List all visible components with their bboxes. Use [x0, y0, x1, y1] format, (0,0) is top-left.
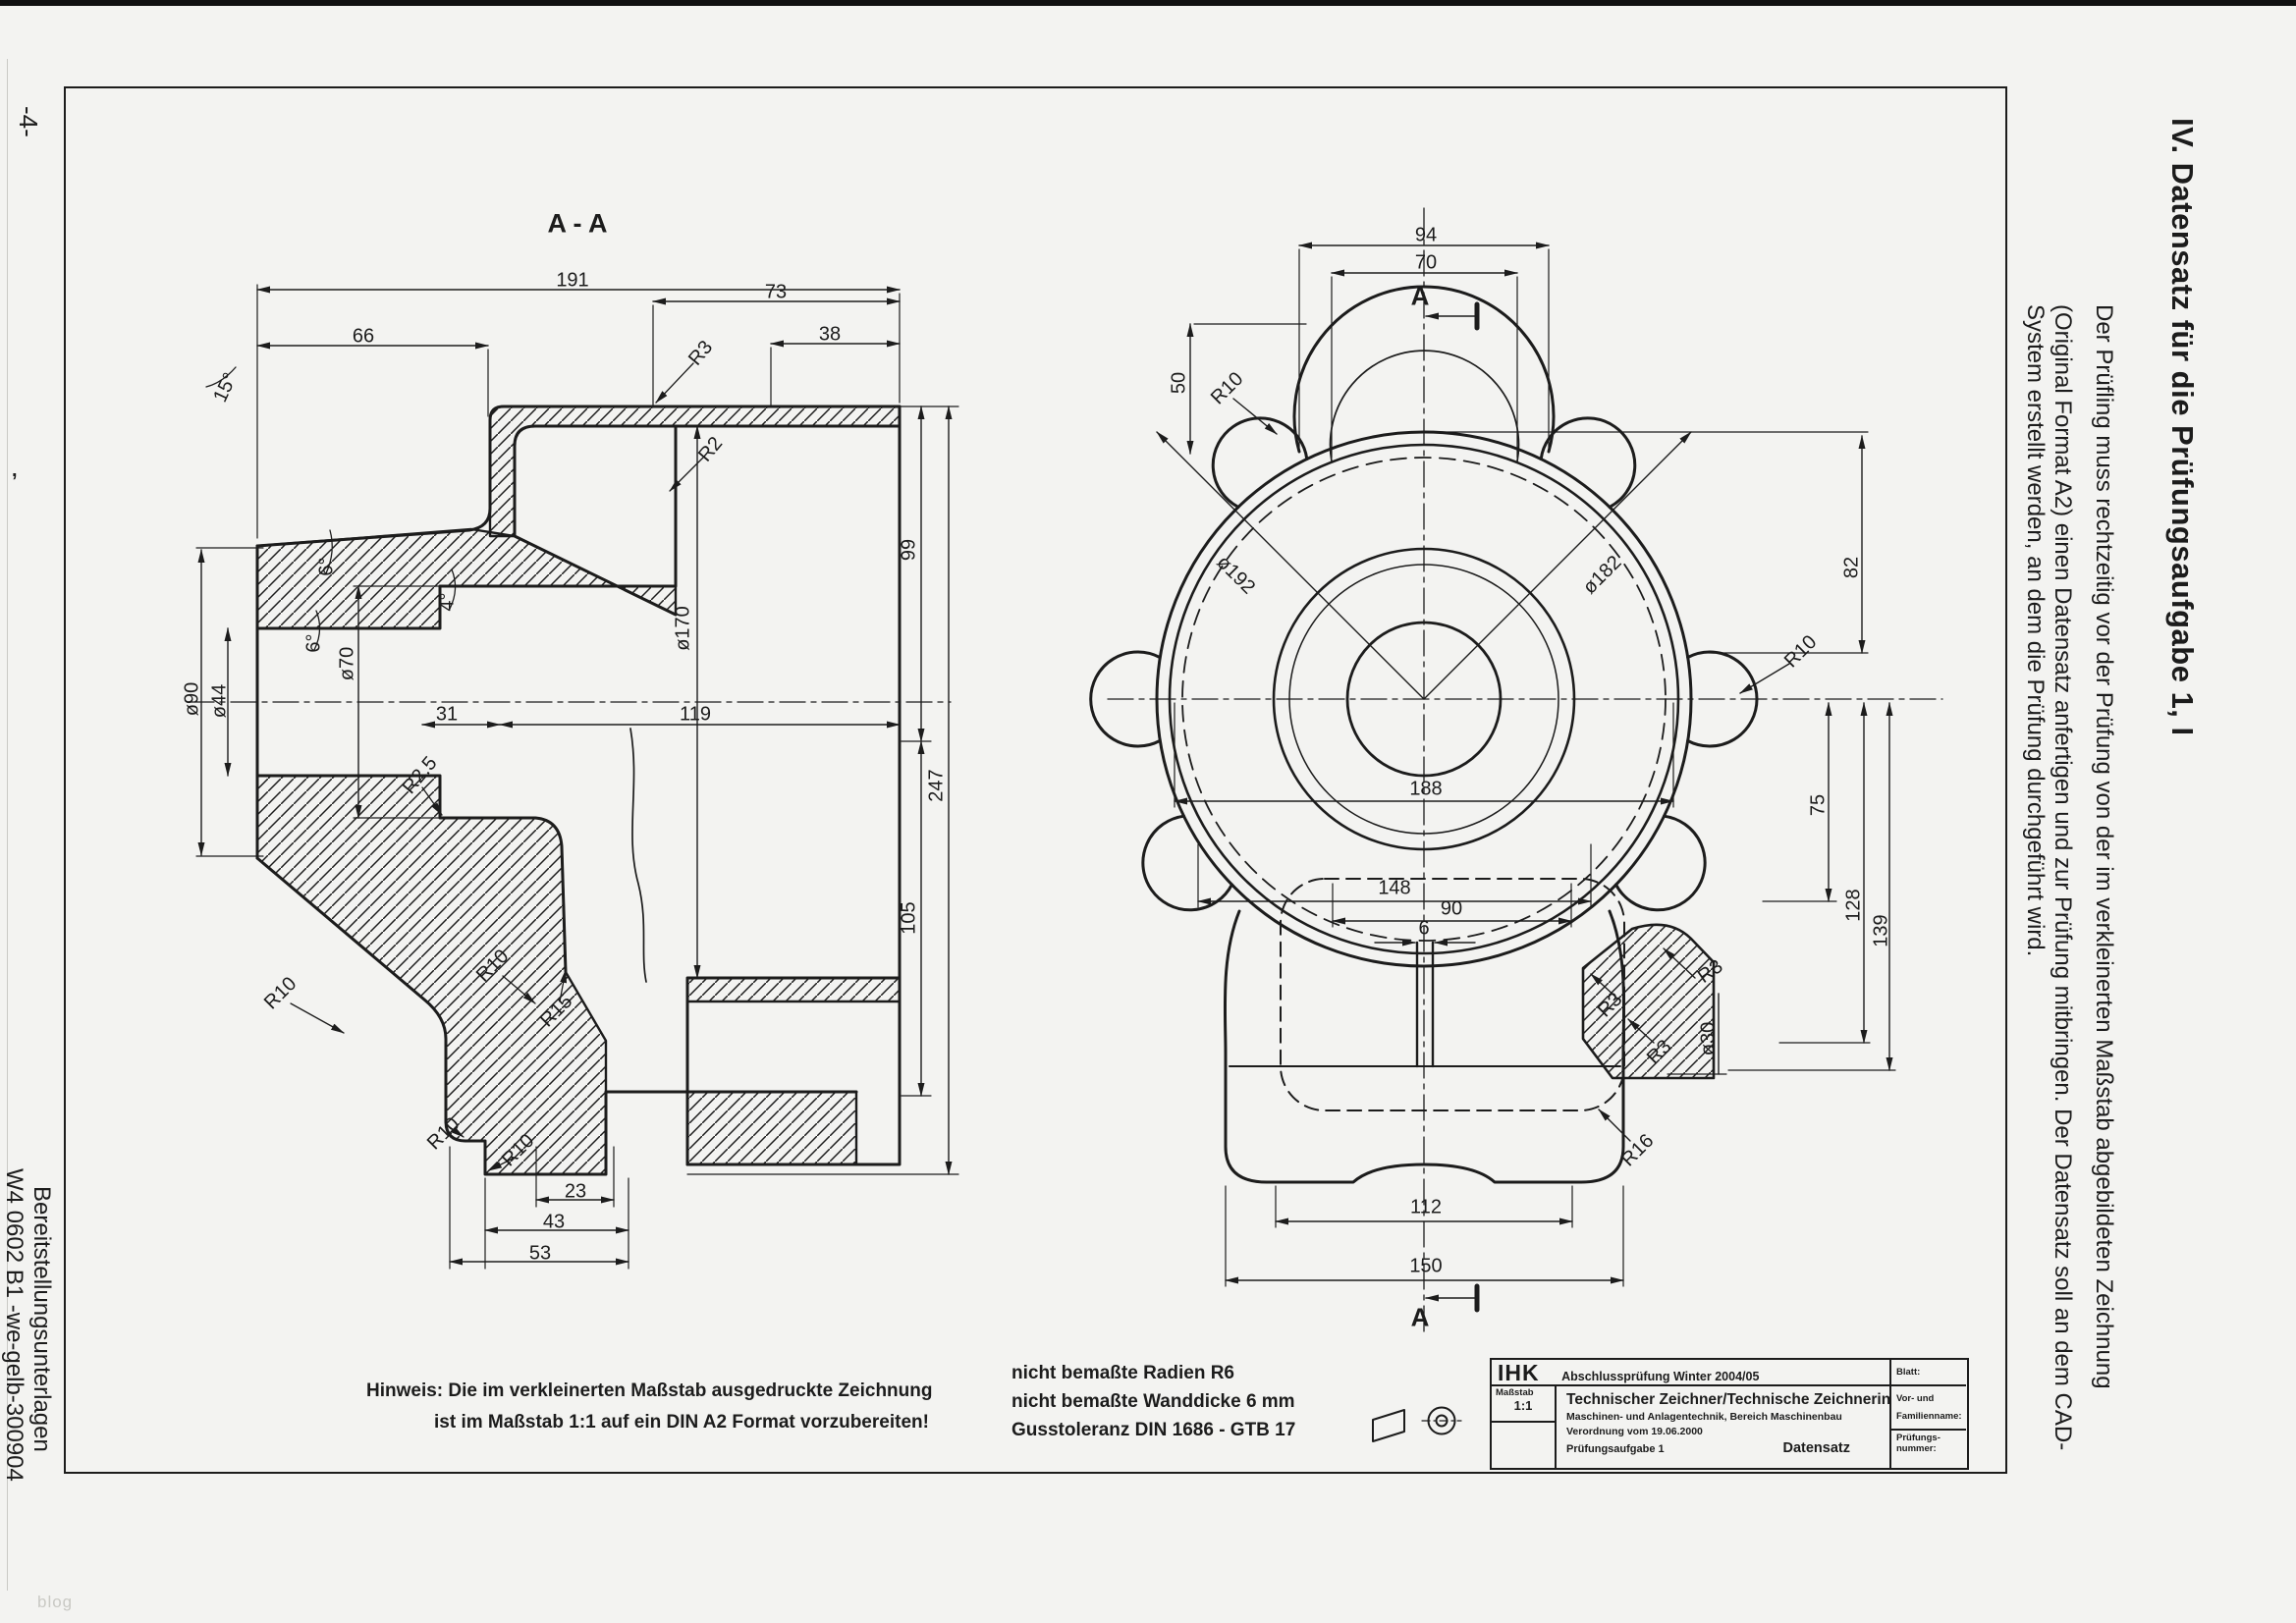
exam-number-label-2: nummer:	[1896, 1443, 1937, 1454]
dim-label: 105	[898, 901, 920, 935]
field-line: Maschinen- und Anlagentechnik, Bereich M…	[1566, 1411, 1842, 1423]
dim-label: A	[1410, 281, 1430, 311]
dim-label: 119	[680, 703, 711, 726]
dim-label: 6°	[302, 633, 325, 653]
scan-left-edge	[7, 59, 8, 1591]
sheet-frame	[64, 86, 2007, 1474]
profession-title: Technischer Zeichner/Technische Zeichner…	[1566, 1391, 1891, 1408]
dim-label: 75	[1807, 793, 1830, 817]
exam-number-label-1: Prüfungs-	[1896, 1433, 1941, 1443]
dim-label: 90	[1440, 897, 1463, 920]
blatt-label: Blatt:	[1896, 1367, 1921, 1378]
org-logo: IHK	[1498, 1360, 1540, 1385]
spec-note-wall: nicht bemaßte Wanddicke 6 mm	[1011, 1391, 1295, 1412]
dim-label: 188	[1409, 778, 1443, 800]
watermark: blog	[37, 1593, 74, 1611]
dim-label: 53	[528, 1242, 552, 1265]
hinweis-note-line1: Hinweis: Die im verkleinerten Maßstab au…	[366, 1380, 933, 1401]
dim-label: ø170	[672, 606, 694, 651]
dim-label: A - A	[547, 208, 608, 239]
dim-label: 4°	[436, 592, 459, 612]
dim-label: 31	[435, 703, 459, 726]
regulation-line: Verordnung vom 19.06.2000	[1566, 1426, 1703, 1437]
name-label: Vor- und Familienname:	[1896, 1393, 1962, 1422]
dim-label: 82	[1840, 556, 1863, 579]
dim-label: A	[1410, 1302, 1430, 1332]
projection-symbol	[1372, 1406, 1462, 1442]
dim-label: 150	[1409, 1255, 1443, 1277]
dim-label: 128	[1842, 889, 1865, 922]
massstab-label: Maßstab	[1496, 1387, 1534, 1398]
scan-top-edge	[0, 0, 2296, 6]
dim-label: ø30	[1697, 1021, 1720, 1056]
stray-mark: ,	[12, 460, 18, 481]
massstab-value: 1:1	[1513, 1398, 1533, 1413]
dim-label: 99	[898, 538, 920, 562]
task-label: Prüfungsaufgabe 1	[1566, 1443, 1665, 1455]
dim-label: 70	[1414, 251, 1438, 274]
dim-label: 6°	[315, 557, 338, 576]
dim-label: ø90	[181, 681, 203, 717]
dim-label: 94	[1414, 224, 1438, 246]
dim-label: 66	[352, 325, 375, 348]
dim-label: ø44	[208, 683, 231, 719]
dim-label: 50	[1168, 371, 1190, 395]
dim-label: 139	[1870, 914, 1892, 947]
dim-label: ø70	[336, 646, 358, 681]
spec-note-radii: nicht bemaßte Radien R6	[1011, 1363, 1234, 1383]
dim-label: 38	[818, 323, 842, 346]
dim-label: 73	[764, 281, 788, 303]
exam-title: Abschlussprüfung Winter 2004/05	[1561, 1370, 1760, 1383]
dim-label: 247	[925, 769, 948, 802]
dim-label: 6	[1418, 917, 1430, 940]
spec-note-tolerance: Gusstoleranz DIN 1686 - GTB 17	[1011, 1420, 1296, 1440]
dim-label: 148	[1378, 877, 1411, 899]
title-block: IHK Abschlussprüfung Winter 2004/05 Blat…	[1490, 1358, 1969, 1470]
dim-label: 23	[564, 1180, 587, 1203]
dim-label: 191	[556, 269, 589, 292]
dim-label: 43	[542, 1211, 566, 1233]
hinweis-note-line2: ist im Maßstab 1:1 auf ein DIN A2 Format…	[434, 1412, 929, 1433]
dim-label: 112	[1410, 1196, 1442, 1218]
doc-type-label: Datensatz	[1782, 1440, 1851, 1456]
